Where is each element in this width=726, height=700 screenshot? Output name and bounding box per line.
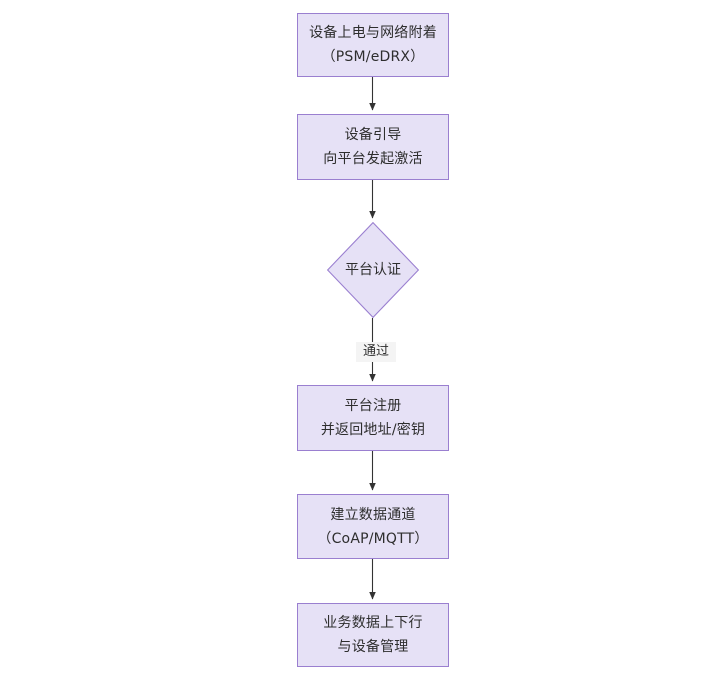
node-business-data-line-1: 业务数据上下行 (323, 615, 423, 631)
node-power-on-line-2: （PSM/eDRX） (321, 49, 425, 65)
node-platform-auth-label: 平台认证 (345, 262, 401, 278)
edge-label-pass: 通过 (356, 342, 396, 362)
node-platform-auth[interactable]: 平台认证 (327, 222, 419, 318)
node-bootstrap-line-2: 向平台发起激活 (323, 151, 423, 167)
node-power-on[interactable]: 设备上电与网络附着 （PSM/eDRX） (297, 13, 449, 77)
node-bootstrap[interactable]: 设备引导 向平台发起激活 (297, 114, 449, 180)
node-platform-register[interactable]: 平台注册 并返回地址/密钥 (297, 385, 449, 451)
node-data-channel[interactable]: 建立数据通道 （CoAP/MQTT） (297, 494, 449, 559)
node-platform-register-line-1: 平台注册 (344, 398, 402, 414)
node-business-data[interactable]: 业务数据上下行 与设备管理 (297, 603, 449, 667)
diamond-shape (327, 222, 419, 318)
node-power-on-line-1: 设备上电与网络附着 (309, 25, 437, 41)
node-platform-register-line-2: 并返回地址/密钥 (320, 422, 426, 438)
node-business-data-line-2: 与设备管理 (337, 639, 409, 655)
node-data-channel-line-2: （CoAP/MQTT） (317, 530, 429, 547)
node-data-channel-line-1: 建立数据通道 (330, 506, 416, 523)
node-bootstrap-line-1: 设备引导 (344, 127, 402, 143)
